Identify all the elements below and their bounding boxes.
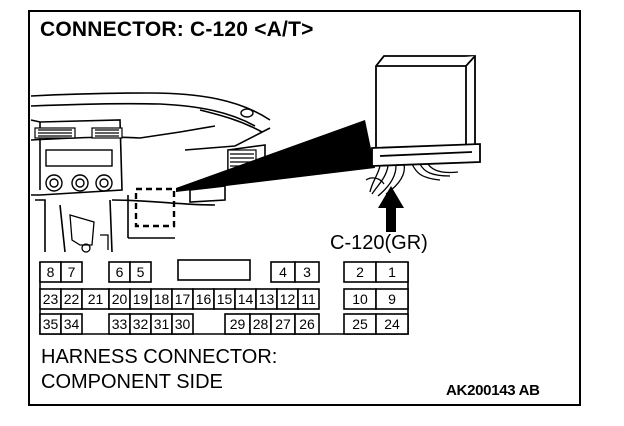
pin-number-9: 9 [388,291,396,307]
pin-cell [375,313,409,335]
pin-number-6: 6 [116,264,124,280]
pin-cell [60,261,83,283]
pin-number-34: 34 [64,316,80,332]
pin-cell [294,261,320,283]
diagram-title: CONNECTOR: C-120 <A/T> [40,18,314,41]
pin-number-2: 2 [356,264,364,280]
harness-caption: HARNESS CONNECTOR: COMPONENT SIDE [41,345,277,395]
connector-tag-label: C-120(GR) [330,232,428,254]
connector-location-box [134,187,176,228]
pin-number-1: 1 [388,264,396,280]
pin-number-15: 15 [217,291,233,307]
pin-number-4: 4 [279,264,287,280]
pin-number-21: 21 [88,291,104,307]
pin-number-23: 23 [43,291,59,307]
wire-harness [365,163,459,197]
defroster-vent [240,108,254,118]
control-unit-module [371,55,481,167]
pin-cell [294,313,320,335]
callout-wedge [176,120,375,192]
pin-number-29: 29 [230,316,246,332]
pin-number-8: 8 [47,264,55,280]
pin-cell [171,313,194,335]
pin-number-14: 14 [238,291,254,307]
pin-number-16: 16 [196,291,212,307]
pin-cell [297,288,320,310]
air-vent-left [34,127,76,139]
harness-caption-line-2: COMPONENT SIDE [41,371,223,393]
air-vent-center [91,127,123,139]
audio-display [45,149,113,167]
pin-number-11: 11 [301,291,316,307]
pin-number-19: 19 [133,291,149,307]
pin-number-7: 7 [68,264,76,280]
pin-number-10: 10 [352,291,368,307]
pin-number-18: 18 [154,291,170,307]
shift-lever [69,214,109,253]
pin-number-25: 25 [352,316,368,332]
pin-number-28: 28 [253,316,269,332]
pin-cell [177,259,251,281]
pin-number-30: 30 [175,316,191,332]
pin-number-24: 24 [384,316,400,332]
pin-number-35: 35 [43,316,59,332]
pin-number-17: 17 [175,291,191,307]
pin-number-31: 31 [154,316,170,332]
pin-cell [129,261,152,283]
pin-number-5: 5 [137,264,145,280]
pin-cell [375,288,409,310]
pin-number-22: 22 [64,291,80,307]
harness-caption-line-1: HARNESS CONNECTOR: [41,346,278,368]
figure-code: AK200143 AB [446,382,540,399]
pin-cell [375,261,409,283]
pin-number-12: 12 [280,291,296,307]
pin-cell [60,313,83,335]
pin-number-33: 33 [112,316,128,332]
pin-number-27: 27 [275,316,291,332]
pointer-arrow [378,186,404,232]
climate-knobs [45,174,113,192]
pin-number-26: 26 [299,316,315,332]
pin-number-3: 3 [303,264,311,280]
outer-border [28,10,581,406]
pin-number-20: 20 [112,291,128,307]
pin-number-32: 32 [133,316,149,332]
pin-number-13: 13 [259,291,275,307]
